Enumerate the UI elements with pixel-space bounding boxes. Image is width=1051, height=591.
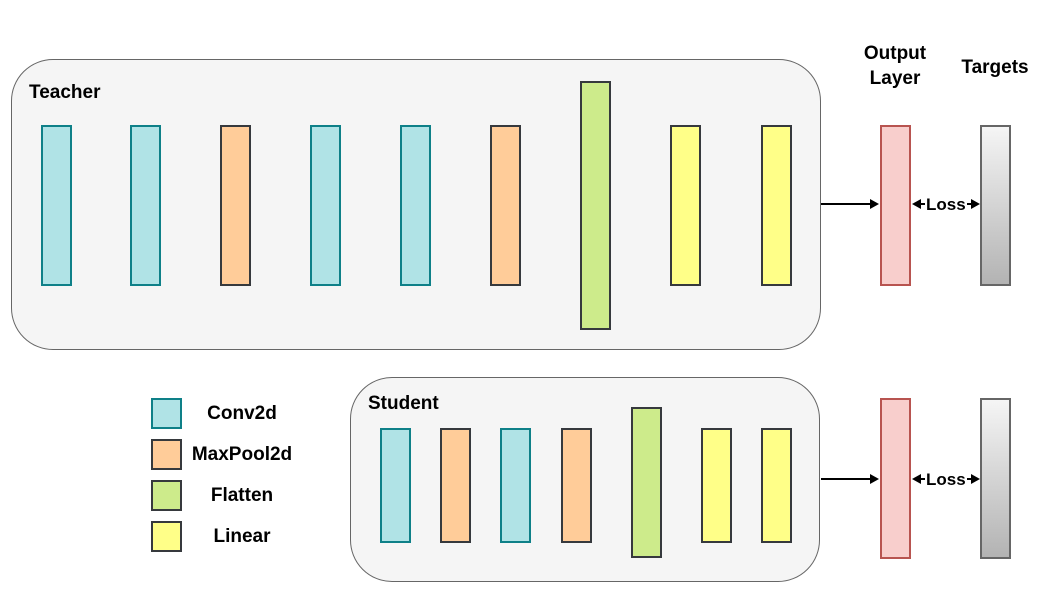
legend-item-linear: Linear	[151, 521, 299, 552]
student-loss-connector: Loss	[912, 469, 980, 489]
student-label: Student	[368, 393, 439, 414]
legend-swatch-linear	[151, 521, 182, 552]
student-box: Student	[350, 377, 820, 582]
teacher-loss-connector: Loss	[912, 194, 980, 214]
teacher-layer-flatten	[580, 81, 611, 330]
student-layer-pool	[561, 428, 592, 543]
legend-item-flatten: Flatten	[151, 480, 299, 511]
teacher-layer-conv	[400, 125, 431, 286]
arrow-head-right-icon	[970, 199, 980, 209]
student-layer-conv	[500, 428, 531, 543]
legend-swatch-flatten	[151, 480, 182, 511]
teacher-layer-pool	[220, 125, 251, 286]
arrow-line	[821, 203, 870, 205]
legend-item-conv: Conv2d	[151, 398, 299, 429]
student-output-bar	[880, 398, 911, 559]
arrow-line	[921, 478, 925, 480]
legend-item-pool: MaxPool2d	[151, 439, 299, 470]
legend-label: Linear	[213, 525, 271, 547]
teacher-layer-conv	[310, 125, 341, 286]
teacher-layer-pool	[490, 125, 521, 286]
teacher-loss-label: Loss	[926, 194, 966, 214]
student-layer-linear	[761, 428, 792, 543]
arrow-head-right-icon	[870, 474, 879, 484]
teacher-label: Teacher	[29, 82, 101, 103]
teacher-output-arrow	[821, 198, 879, 210]
student-layer-flatten	[631, 407, 662, 558]
teacher-layer-linear	[670, 125, 701, 286]
output-layer-header: Output Layer	[863, 43, 927, 90]
student-layer-pool	[440, 428, 471, 543]
student-loss-label: Loss	[926, 469, 966, 489]
arrow-head-left-icon	[912, 474, 921, 484]
teacher-layer-conv	[130, 125, 161, 286]
teacher-output-bar	[880, 125, 911, 286]
teacher-targets-bar	[980, 125, 1011, 286]
legend-swatch-conv	[151, 398, 182, 429]
legend-label: Conv2d	[207, 402, 277, 424]
teacher-layer-conv	[41, 125, 72, 286]
student-output-arrow	[821, 473, 879, 485]
arrow-line	[966, 203, 971, 205]
legend-swatch-pool	[151, 439, 182, 470]
arrow-line	[821, 478, 870, 480]
arrow-head-right-icon	[870, 199, 879, 209]
arrow-line	[966, 478, 971, 480]
student-layer-conv	[380, 428, 411, 543]
arrow-head-left-icon	[912, 199, 921, 209]
legend-label: MaxPool2d	[191, 443, 293, 465]
legend-label: Flatten	[210, 484, 274, 506]
arrow-head-right-icon	[970, 474, 980, 484]
arrow-line	[921, 203, 925, 205]
teacher-layer-linear	[761, 125, 792, 286]
targets-header: Targets	[961, 57, 1029, 78]
student-layer-linear	[701, 428, 732, 543]
student-targets-bar	[980, 398, 1011, 559]
